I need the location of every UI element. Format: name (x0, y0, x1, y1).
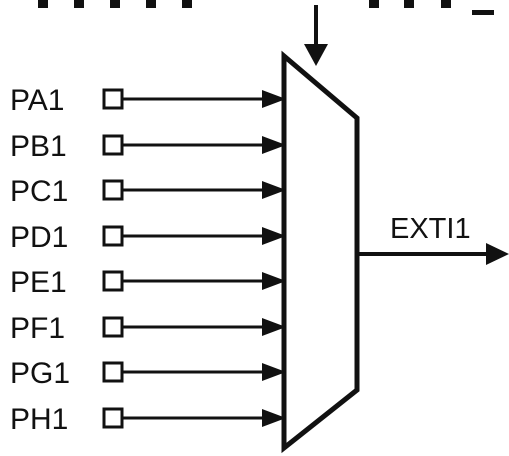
pin-square-icon (102, 88, 124, 110)
input-arrowhead-icon (262, 272, 286, 290)
input-row-pa1: PA1 (10, 84, 286, 117)
input-label-pg1: PG1 (10, 357, 70, 390)
input-row-ph1: PH1 (10, 403, 286, 436)
input-label-pa1: PA1 (10, 84, 64, 117)
pin-square-icon (102, 225, 124, 247)
input-label-pb1: PB1 (10, 130, 67, 163)
input-row-pc1: PC1 (10, 175, 286, 208)
input-label-pe1: PE1 (10, 266, 67, 299)
pin-square-icon (102, 179, 124, 201)
pin-square-icon (102, 316, 124, 338)
input-label-pd1: PD1 (10, 221, 68, 254)
pin-square-icon (102, 407, 124, 429)
output-arrow (357, 243, 509, 265)
pin-square-icon (102, 270, 124, 292)
input-arrowhead-icon (262, 363, 286, 381)
pin-square-icon (102, 134, 124, 156)
input-label-ph1: PH1 (10, 403, 68, 436)
input-row-pe1: PE1 (10, 266, 286, 299)
input-arrowhead-icon (262, 136, 286, 154)
input-arrowhead-icon (262, 227, 286, 245)
input-arrowhead-icon (262, 318, 286, 336)
input-row-pb1: PB1 (10, 130, 286, 163)
input-arrowhead-icon (262, 181, 286, 199)
pin-square-icon (102, 361, 124, 383)
input-arrowhead-icon (262, 90, 286, 108)
input-row-pg1: PG1 (10, 357, 286, 390)
cropped-header-fragments (38, 0, 494, 15)
input-arrowhead-icon (262, 409, 286, 427)
select-arrow (304, 5, 328, 66)
input-row-pf1: PF1 (10, 312, 286, 345)
multiplexer-block (281, 50, 360, 454)
input-row-pd1: PD1 (10, 221, 286, 254)
input-label-pf1: PF1 (10, 312, 65, 345)
output-label-exti1: EXTI1 (390, 213, 471, 245)
input-label-pc1: PC1 (10, 175, 68, 208)
